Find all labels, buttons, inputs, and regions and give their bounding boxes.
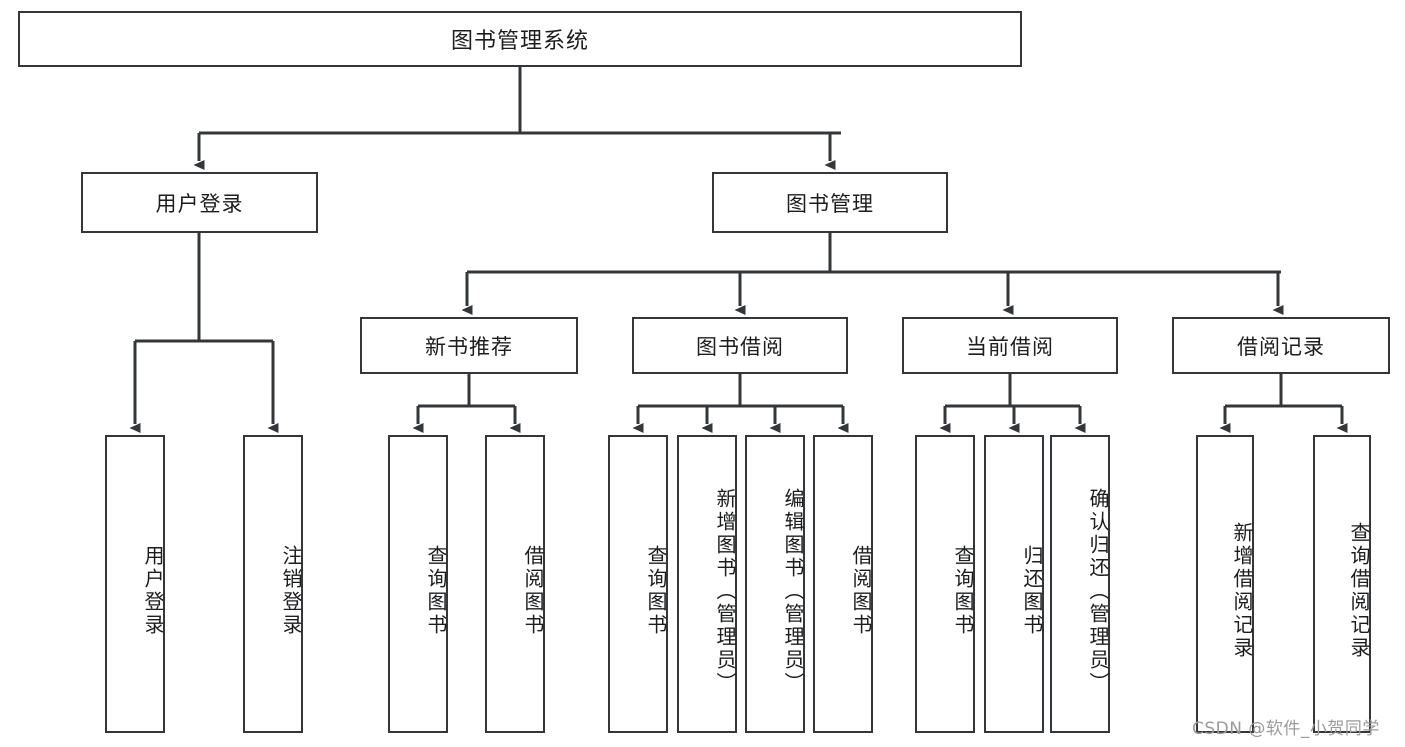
node-current-borrow[interactable]: 当前借阅 [902,317,1118,374]
leaf-query-borrow-record[interactable]: 查询借阅记录 [1313,435,1371,733]
node-book-management[interactable]: 图书管理 [712,172,948,233]
node-label: 查询图书 [424,545,448,637]
leaf-logout-login[interactable]: 注销登录 [243,435,303,733]
node-label: 新书推荐 [425,334,513,359]
node-label: 用户登录 [141,545,165,637]
node-label: 借阅图书 [849,545,873,637]
node-label: 查询借阅记录 [1347,522,1371,660]
node-borrow-record[interactable]: 借阅记录 [1172,317,1390,374]
node-label: 图书管理系统 [450,29,589,54]
leaf-borrow-book-recommend[interactable]: 借阅图书 [485,435,545,733]
leaf-edit-book-admin[interactable]: 编辑图书（管理员） [745,435,805,733]
leaf-add-borrow-record[interactable]: 新增借阅记录 [1196,435,1254,733]
node-label: 归还图书 [1020,545,1044,637]
leaf-query-book-recommend[interactable]: 查询图书 [388,435,448,733]
leaf-borrow-book[interactable]: 借阅图书 [813,435,873,733]
node-label: 编辑图书（管理员） [781,487,805,695]
node-label: 借阅图书 [521,545,545,637]
node-root-system[interactable]: 图书管理系统 [18,11,1022,67]
node-label: 确认归还（管理员） [1086,487,1110,695]
node-label: 用户登录 [155,191,244,216]
node-label: 当前借阅 [966,334,1054,359]
leaf-query-book-borrow[interactable]: 查询图书 [608,435,668,733]
node-label: 图书管理 [786,191,874,216]
node-label: 新增借阅记录 [1230,522,1254,660]
leaf-user-login[interactable]: 用户登录 [105,435,165,733]
node-label: 借阅记录 [1237,334,1325,359]
leaf-return-book[interactable]: 归还图书 [984,435,1044,733]
node-label: 新增图书（管理员） [713,487,737,695]
node-label: 查询图书 [644,545,668,637]
node-user-login[interactable]: 用户登录 [81,172,318,233]
leaf-confirm-return-admin[interactable]: 确认归还（管理员） [1050,435,1110,733]
csdn-watermark: CSDN @软件_小贺同学 [1192,719,1380,739]
node-label: 图书借阅 [696,334,784,359]
node-book-borrow[interactable]: 图书借阅 [632,317,848,374]
node-label: 注销登录 [279,545,303,637]
node-label: 查询图书 [951,545,975,637]
leaf-query-book-current[interactable]: 查询图书 [915,435,975,733]
node-new-book-recommend[interactable]: 新书推荐 [360,317,578,374]
leaf-add-book-admin[interactable]: 新增图书（管理员） [677,435,737,733]
